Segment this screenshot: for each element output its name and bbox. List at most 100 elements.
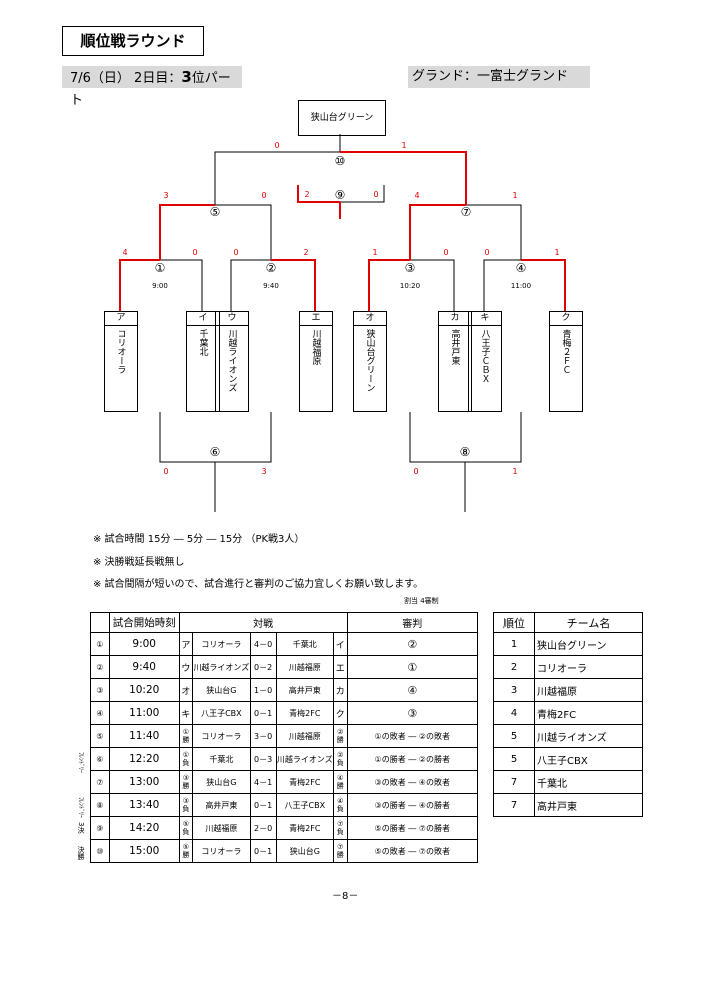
node-7: ⑦ (461, 205, 472, 219)
team-box-a: アコリオーラ (104, 311, 138, 412)
right-tag: ク (333, 701, 348, 725)
date-suffix: 位パート (70, 71, 231, 108)
left-tag-result: 負 (182, 827, 190, 836)
team-box-i: イ千葉北 (186, 311, 220, 412)
win-line-n1 (119, 259, 160, 311)
side-label-6: ﾌﾚﾝﾄﾞﾘｰ (77, 752, 84, 774)
match-no: ③ (90, 678, 110, 702)
ground-bar: グランド：一富士グランド (408, 66, 590, 88)
score-m4-right: 1 (554, 248, 559, 257)
team-name: 川越ライオンズ (226, 329, 237, 392)
rank-value: 5 (493, 747, 535, 771)
node-3: ③ (405, 261, 416, 275)
referee-note: 割当 4審制 (404, 597, 439, 605)
team-box-ka: カ高井戸東 (438, 311, 472, 412)
match-time: 9:40 (108, 655, 180, 679)
right-tag: エ (333, 655, 348, 679)
win-line-n5 (159, 204, 215, 260)
node-4: ④ (516, 261, 527, 275)
date-bold: 3 (181, 68, 192, 86)
rank-value: 5 (493, 724, 535, 748)
rank-value: 2 (493, 655, 535, 679)
right-tag-ref: ② (337, 727, 344, 736)
right-team: 青梅2FC (275, 701, 334, 725)
left-tag-ref: ③ (182, 796, 190, 805)
rank-value: 4 (493, 701, 535, 725)
match-no: ① (90, 632, 110, 656)
match-score: 3－0 (249, 724, 277, 748)
time-2: 9:40 (263, 282, 279, 290)
note-3: ※ 試合間隔が短いので、試合進行と審判のご協力宜しくお願い致します。 (93, 579, 424, 590)
match-no: ⑤ (90, 724, 110, 748)
left-tag-ref: ① (182, 750, 190, 759)
match-time: 10:20 (108, 678, 180, 702)
team-name: 青梅２ＦＣ (560, 329, 571, 374)
score-m10-right: 1 (401, 141, 406, 150)
win-line-n3 (368, 259, 410, 311)
match-no: ⑦ (90, 770, 110, 794)
node-5: ⑤ (210, 205, 221, 219)
rank-team: 川越福原 (534, 678, 643, 702)
left-team: コリオーラ (192, 632, 251, 656)
right-tag-ref: ② (337, 750, 344, 759)
match-score: 0－2 (249, 655, 277, 679)
side-label-8: ﾌﾚﾝﾄﾞﾘｰ (77, 797, 84, 819)
team-code: エ (300, 312, 332, 326)
right-team: 千葉北 (275, 632, 334, 656)
rank-value: 7 (493, 793, 535, 817)
score-m4-left: 0 (484, 248, 489, 257)
right-team: 青梅2FC (275, 816, 334, 840)
bracket-lines: ⑩ ⑨ ⑤ ⑦ ① ② ③ ④ ⑥ ⑧ 9:00 9:40 10:20 11:0… (119, 134, 566, 512)
header-blank (90, 612, 110, 633)
right-tag-result: 勝 (336, 735, 344, 744)
left-team: 川越福原 (192, 816, 251, 840)
match-no: ⑩ (90, 839, 110, 863)
score-m2-right: 2 (303, 248, 308, 257)
rank-team: 狭山台グリーン (534, 632, 643, 656)
node-9: ⑨ (335, 188, 346, 202)
right-tag-result: 勝 (336, 850, 344, 859)
match-score: 1－0 (249, 678, 277, 702)
champion-box: 狭山台グリーン (298, 100, 386, 136)
team-box-u: ウ川越ライオンズ (215, 311, 249, 412)
left-tag: ア (178, 632, 194, 656)
header-match: 対戦 (178, 612, 348, 633)
match-no: ② (90, 655, 110, 679)
team-box-ki: キ八王子ＣＢＸ (468, 311, 502, 412)
right-tag-ref: ⑦ (337, 819, 344, 828)
left-team: コリオーラ (192, 839, 251, 863)
match-time: 12:20 (108, 747, 180, 771)
match-no: ⑧ (90, 793, 110, 817)
team-box-e: エ川越福原 (299, 311, 333, 412)
match-time: 13:00 (108, 770, 180, 794)
left-tag-result: 勝 (182, 850, 190, 859)
node-10: ⑩ (335, 154, 346, 168)
match-score: 0－1 (249, 793, 277, 817)
referee: ① (346, 655, 479, 679)
referee: ④ (346, 678, 479, 702)
time-4: 11:00 (511, 282, 531, 290)
rank-team: 千葉北 (534, 770, 643, 794)
right-tag: イ (333, 632, 348, 656)
team-code: ア (105, 312, 137, 326)
referee: ⑤の勝者 ― ⑦の勝者 (346, 816, 479, 840)
side-label-10: 決勝 (77, 846, 85, 860)
match-score: 4－0 (249, 632, 277, 656)
score-m3-left: 1 (372, 248, 377, 257)
left-tag: オ (178, 678, 194, 702)
match-score: 4－1 (249, 770, 277, 794)
header-team: チーム名 (534, 612, 643, 633)
win-line-n9 (297, 185, 340, 203)
